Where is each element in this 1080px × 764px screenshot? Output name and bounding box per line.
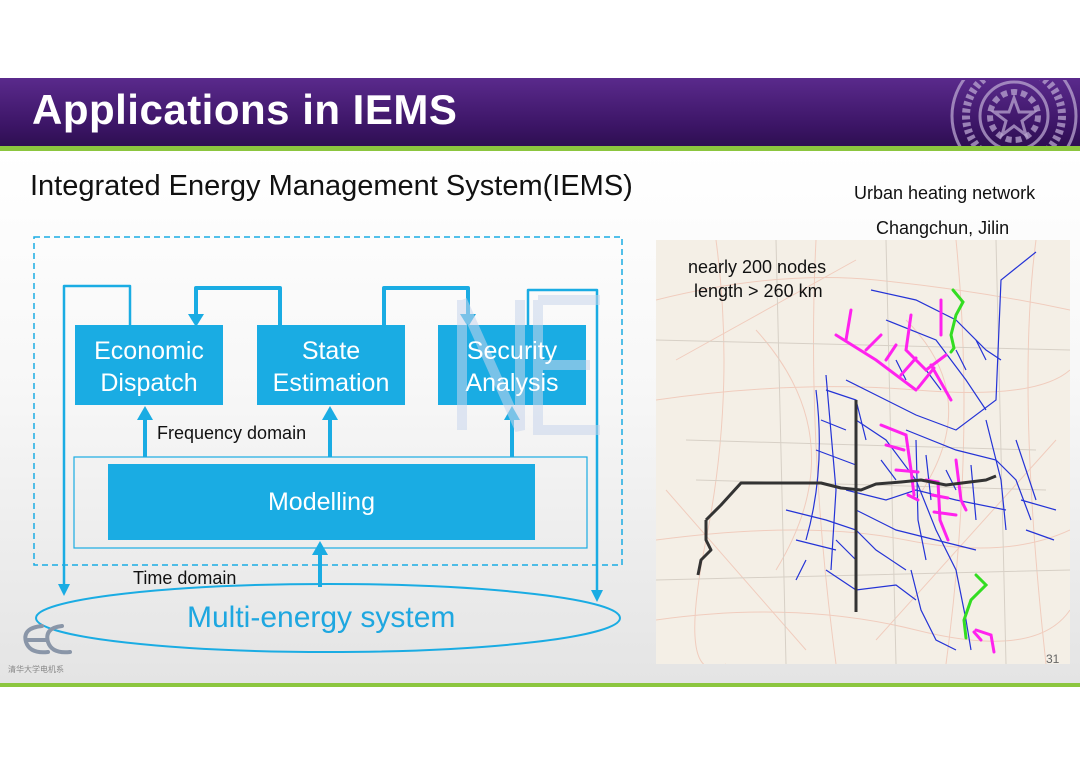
arrowhead-up-economic	[137, 406, 153, 420]
economic-dispatch-line-2: Dispatch	[100, 369, 198, 397]
department-logo-icon	[23, 624, 72, 655]
economic-dispatch-line-1: Economic	[94, 337, 204, 365]
map-caption-location: Changchun, Jilin	[876, 218, 1010, 238]
page-number: 31	[1046, 652, 1060, 666]
security-analysis-label: Security Analysis	[438, 335, 586, 399]
slide-title: Applications in IEMS	[32, 86, 458, 133]
street-grid	[656, 240, 1070, 664]
title-bar	[0, 78, 1080, 146]
economic-to-system-connector	[62, 284, 132, 585]
university-seal-icon	[950, 80, 1078, 146]
footer-divider	[0, 683, 1080, 687]
modelling-label: Modelling	[267, 488, 375, 516]
arrowhead-right-down	[591, 590, 603, 602]
slide-subtitle: Integrated Energy Management System(IEMS…	[30, 170, 633, 202]
dashed-boundary	[33, 236, 623, 566]
security-to-system-connector	[526, 288, 599, 592]
state-estimation-label: State Estimation	[257, 335, 405, 399]
economic-dispatch-box	[75, 325, 223, 405]
arrowhead-left-down	[58, 584, 70, 596]
security-analysis-line-2: Analysis	[465, 369, 559, 397]
economic-to-state-connector	[194, 286, 282, 325]
economic-dispatch-label: Economic Dispatch	[75, 335, 223, 399]
security-analysis-line-1: Security	[466, 337, 558, 365]
frequency-domain-label: Frequency domain	[157, 423, 307, 443]
arrowhead-to-economic	[188, 314, 204, 327]
heating-network-map	[656, 240, 1070, 664]
arrowhead-up-modelling	[312, 541, 328, 555]
map-info-label: nearly 200 nodes length > 260 km	[688, 255, 826, 303]
green-pipe-network	[949, 288, 989, 640]
title-divider	[0, 146, 1080, 151]
multi-energy-ellipse	[35, 583, 621, 653]
map-length-text: length > 260 km	[694, 281, 823, 301]
dark-trunk-lines	[696, 400, 997, 612]
modelling-box	[108, 464, 535, 540]
state-estimation-line-1: State	[301, 337, 361, 365]
time-domain-label: Time domain	[133, 568, 237, 588]
state-estimation-line-2: Estimation	[272, 369, 390, 397]
state-to-security-connector	[382, 286, 470, 325]
state-estimation-box	[257, 325, 405, 405]
watermark-logo	[457, 295, 600, 435]
multi-energy-system-label: Multi-energy system	[187, 601, 456, 634]
map-caption-title: Urban heating network	[854, 183, 1036, 203]
department-logo-text: 清华大学电机系	[8, 665, 64, 674]
map-nodes-text: nearly 200 nodes	[688, 257, 827, 277]
magenta-pipe-network	[834, 298, 996, 654]
arrowhead-up-state	[322, 406, 338, 420]
